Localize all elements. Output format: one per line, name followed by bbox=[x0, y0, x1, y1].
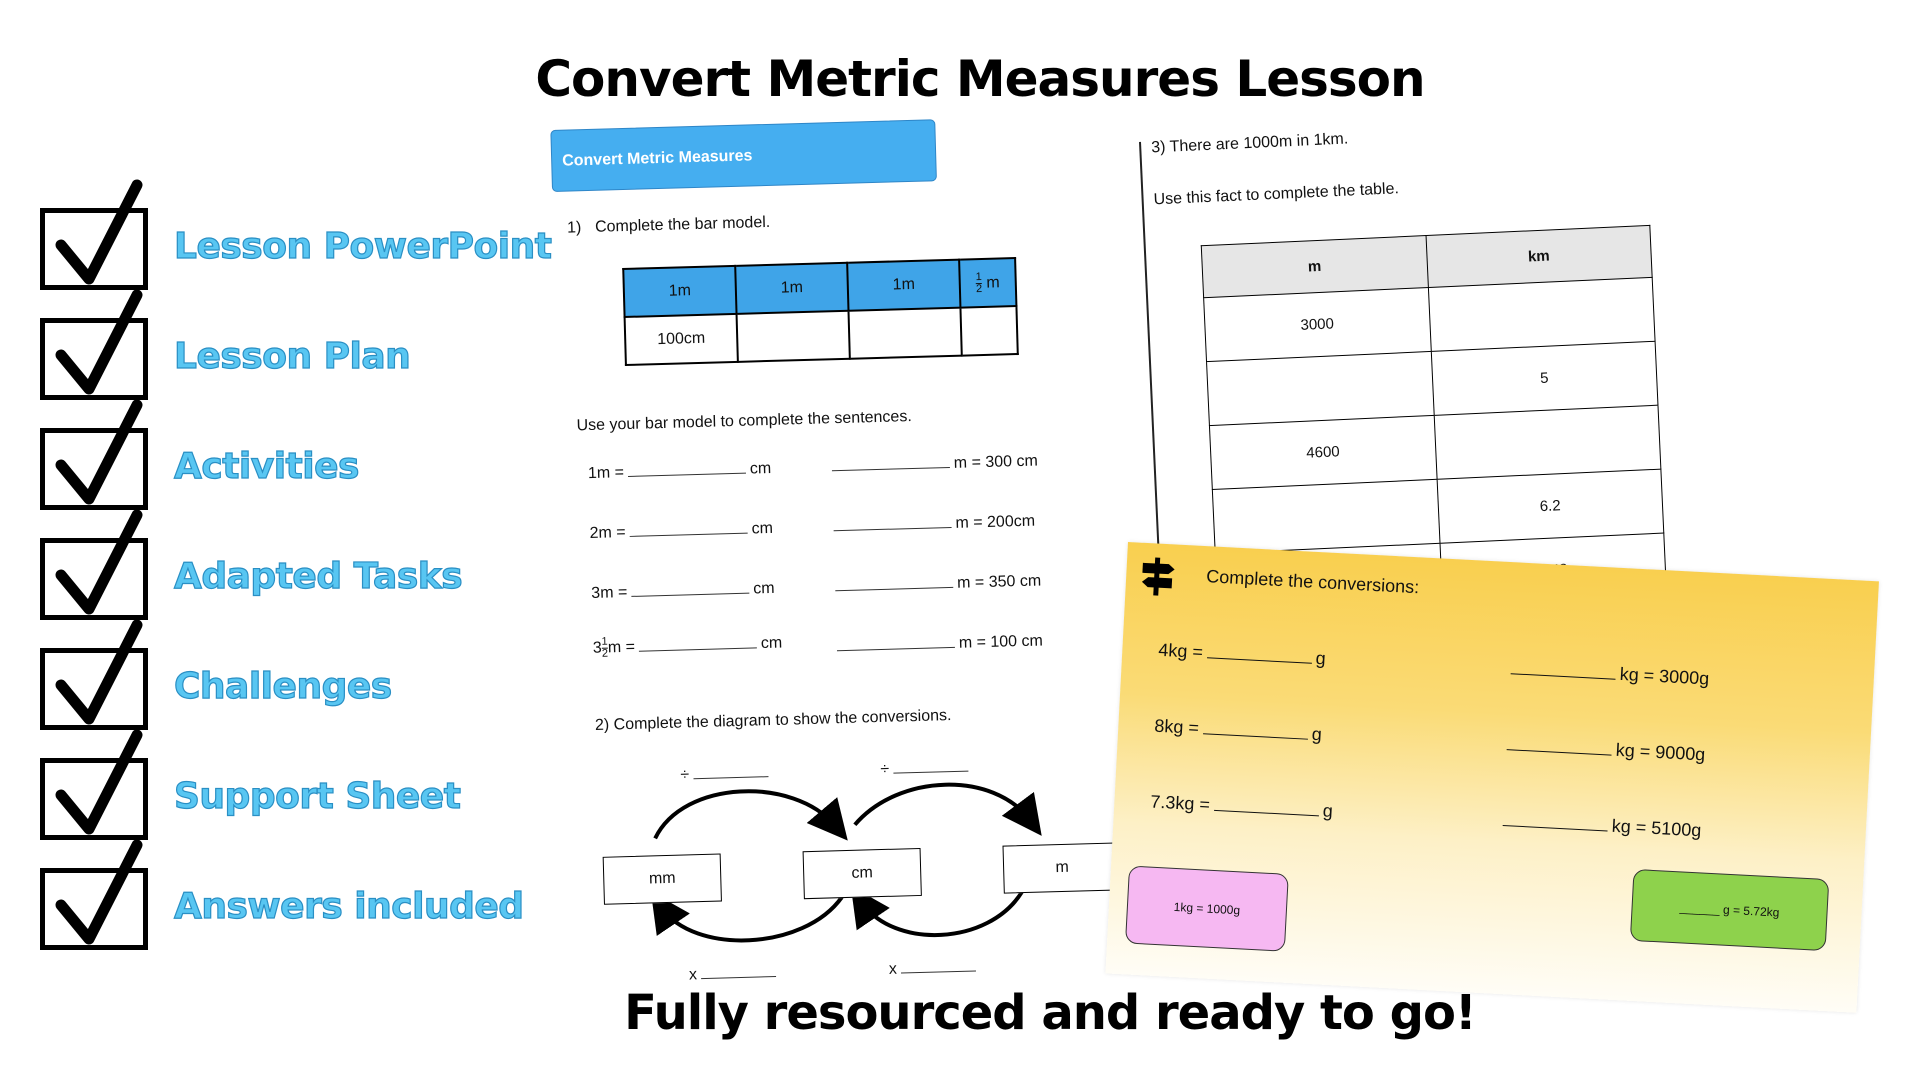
unit-box-cm: cm bbox=[802, 847, 922, 900]
checklist-item: Lesson Plan bbox=[40, 289, 520, 400]
checklist-item: Adapted Tasks bbox=[40, 509, 520, 620]
card-question-right: kg = 9000g bbox=[1502, 734, 1706, 766]
bar-answer-cell bbox=[960, 306, 1018, 356]
checkbox-icon bbox=[40, 839, 148, 950]
card-question-left: 7.3kg =g bbox=[1149, 791, 1334, 822]
sentence-left: 1m =cm bbox=[587, 459, 772, 483]
worksheet-banner: Convert Metric Measures bbox=[550, 119, 937, 192]
sentence-left: 3m =cm bbox=[591, 579, 775, 603]
bar-cell: 1m bbox=[623, 265, 737, 317]
checkbox-icon bbox=[40, 179, 148, 290]
sentence-right: m = 200cm bbox=[829, 513, 1035, 537]
checklist-label: Answers included bbox=[173, 885, 524, 927]
checkmark-icon bbox=[55, 839, 143, 945]
checkmark-icon bbox=[55, 399, 143, 505]
bar-answer-cell bbox=[736, 310, 850, 362]
card-question-left: 8kg =g bbox=[1153, 715, 1323, 745]
worksheet-km-table: 3) There are 1000m in 1km. Use this fact… bbox=[1138, 96, 1677, 618]
signpost-icon bbox=[1141, 557, 1175, 596]
card-question-left: 4kg =g bbox=[1157, 639, 1327, 669]
checklist-item: Answers included bbox=[40, 839, 525, 950]
checklist-label: Activities bbox=[173, 445, 360, 487]
checklist-item: Activities bbox=[40, 399, 520, 510]
sentence-right: m = 350 cm bbox=[831, 572, 1041, 596]
checkbox-icon bbox=[40, 289, 148, 400]
question-1: Complete the bar model. bbox=[594, 213, 771, 236]
fraction-denominator: 2 bbox=[975, 282, 983, 295]
challenge-bubble: ______ g = 5.72kg bbox=[1629, 868, 1830, 952]
footer-tagline: Fully resourced and ready to go! bbox=[624, 985, 1477, 1041]
checklist-label: Lesson Plan bbox=[173, 335, 411, 377]
multiply-label: x bbox=[889, 958, 980, 979]
sentences-intro: Use your bar model to complete the sente… bbox=[576, 408, 913, 435]
question-number: 1) bbox=[566, 219, 582, 237]
bar-answer-cell bbox=[848, 307, 962, 359]
checkmark-icon bbox=[55, 179, 143, 285]
fraction-unit: m bbox=[986, 273, 1000, 292]
checklist-item: Lesson PowerPoint bbox=[40, 179, 553, 290]
page-title: Convert Metric Measures Lesson bbox=[535, 50, 1425, 108]
table-instruction: Use this fact to complete the table. bbox=[1153, 180, 1400, 209]
unit-box-mm: mm bbox=[602, 853, 722, 905]
checkbox-icon bbox=[40, 729, 148, 840]
hint-bubble: 1kg = 1000g bbox=[1124, 865, 1289, 952]
checkbox-icon bbox=[40, 509, 148, 620]
sentence-right: m = 100 cm bbox=[833, 632, 1043, 656]
sentence-left: 2m =cm bbox=[589, 519, 774, 543]
bar-answer-cell: 100cm bbox=[624, 313, 738, 365]
checklist-item: Challenges bbox=[40, 619, 520, 730]
checklist-item: Support Sheet bbox=[40, 729, 520, 840]
unit-box-m: m bbox=[1002, 842, 1122, 894]
bar-cell: 1m bbox=[847, 259, 961, 311]
sentence-right: m = 300 cm bbox=[828, 453, 1038, 477]
bar-cell: 1m bbox=[735, 262, 849, 314]
card-question-right: kg = 5100g bbox=[1498, 810, 1702, 842]
question-3: 3) There are 1000m in 1km. bbox=[1150, 130, 1349, 157]
checkmark-icon bbox=[55, 289, 143, 395]
divide-label: ÷ bbox=[880, 758, 972, 779]
checkmark-icon bbox=[55, 619, 143, 725]
divide-label: ÷ bbox=[680, 764, 772, 785]
checkmark-icon bbox=[55, 729, 143, 835]
checklist-label: Lesson PowerPoint bbox=[173, 225, 552, 267]
worksheet-bar-model: Convert Metric Measures 1) Complete the … bbox=[550, 101, 1174, 997]
checkbox-icon bbox=[40, 399, 148, 510]
card-title: Complete the conversions: bbox=[1205, 566, 1420, 598]
card-question-right: kg = 3000g bbox=[1506, 658, 1710, 690]
checklist-label: Challenges bbox=[173, 665, 392, 707]
checklist-label: Support Sheet bbox=[173, 775, 461, 817]
checklist-label: Adapted Tasks bbox=[173, 555, 463, 597]
fraction-numerator: 1 bbox=[975, 270, 982, 284]
conversion-arrows bbox=[650, 782, 1042, 943]
checkmark-icon bbox=[55, 509, 143, 615]
multiply-label: x bbox=[689, 964, 780, 985]
conversion-card: Complete the conversions: 4kg =g 8kg =g … bbox=[1105, 542, 1879, 1013]
question-2: 2) Complete the diagram to show the conv… bbox=[594, 707, 952, 734]
checkbox-icon bbox=[40, 619, 148, 730]
